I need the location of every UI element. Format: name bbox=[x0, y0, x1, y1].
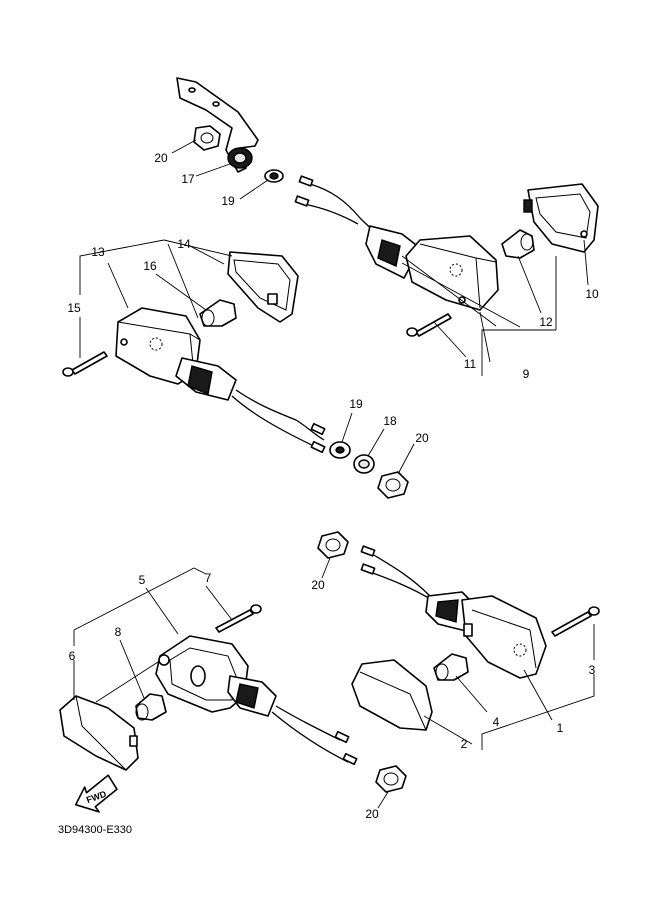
lens-2 bbox=[351, 659, 433, 731]
callout-18: 18 bbox=[383, 414, 397, 428]
screw-11 bbox=[406, 313, 452, 337]
callout-19-top: 19 bbox=[221, 194, 235, 208]
bushing-17 bbox=[227, 147, 253, 169]
callout-10: 10 bbox=[585, 287, 599, 301]
washer-19-top bbox=[264, 169, 284, 183]
callout-3: 3 bbox=[589, 663, 596, 677]
bulb-12 bbox=[501, 229, 535, 259]
callout-14: 14 bbox=[177, 237, 191, 251]
nut-20-lower-left bbox=[375, 765, 407, 793]
callout-20-lower-left: 20 bbox=[365, 807, 379, 821]
callout-16: 16 bbox=[143, 259, 157, 273]
lens-14 bbox=[227, 251, 299, 323]
callout-numbers: 20 17 19 13 14 16 15 10 12 11 9 19 18 20… bbox=[67, 151, 599, 821]
callout-9: 9 bbox=[523, 367, 530, 381]
callout-15: 15 bbox=[67, 301, 81, 315]
signal-wires-lower-left bbox=[271, 705, 358, 766]
lens-6 bbox=[59, 695, 139, 771]
nut-20-mid bbox=[377, 471, 409, 499]
callout-2: 2 bbox=[461, 737, 468, 751]
callout-8: 8 bbox=[115, 625, 122, 639]
callout-12: 12 bbox=[539, 315, 553, 329]
diagram-code: 3D94300-E330 bbox=[58, 824, 132, 836]
nut-20-lower-right bbox=[317, 531, 349, 559]
callout-11: 11 bbox=[464, 357, 477, 371]
washer-19-mid bbox=[329, 441, 351, 459]
signal-wires-top bbox=[294, 175, 379, 233]
callout-17: 17 bbox=[181, 172, 195, 186]
turn-signal-1-housing bbox=[425, 591, 547, 679]
bulb-8 bbox=[135, 693, 167, 721]
lens-10 bbox=[523, 183, 599, 253]
forward-direction-arrow: FWD bbox=[74, 774, 118, 813]
washer-18 bbox=[353, 454, 375, 474]
turn-signal-13-housing bbox=[115, 307, 237, 401]
nut-20-top bbox=[193, 125, 221, 151]
screw-15 bbox=[62, 351, 108, 377]
callout-1: 1 bbox=[557, 721, 564, 735]
signal-wires-lower-right bbox=[360, 545, 433, 601]
turn-signal-9-housing bbox=[365, 225, 499, 311]
callout-20-mid: 20 bbox=[415, 431, 429, 445]
callout-7: 7 bbox=[205, 571, 212, 585]
callout-20-lower-right: 20 bbox=[311, 578, 325, 592]
bulb-4 bbox=[433, 653, 469, 681]
callout-13: 13 bbox=[91, 245, 105, 259]
bulb-16 bbox=[199, 299, 237, 327]
turn-signal-5-housing bbox=[155, 635, 277, 717]
screw-7 bbox=[215, 604, 262, 633]
callout-19-mid: 19 bbox=[349, 397, 363, 411]
leader-lines bbox=[73, 139, 595, 809]
screw-3 bbox=[551, 606, 600, 637]
signal-wires-left bbox=[231, 389, 326, 454]
callout-20-top: 20 bbox=[154, 151, 168, 165]
callout-4: 4 bbox=[493, 715, 500, 729]
callout-5: 5 bbox=[139, 573, 146, 587]
callout-6: 6 bbox=[69, 649, 76, 663]
